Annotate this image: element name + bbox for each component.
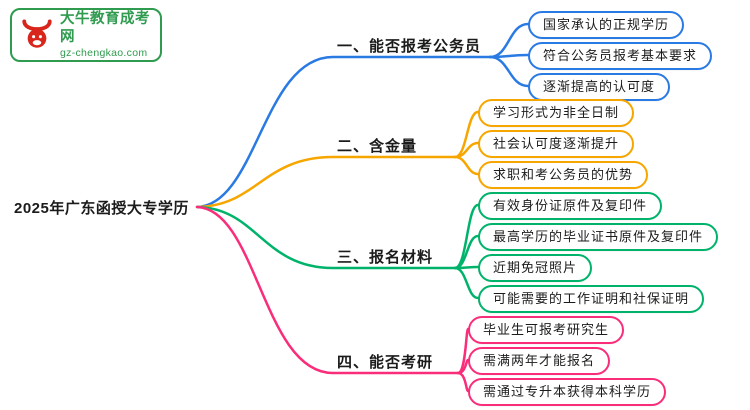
leaf-node: 社会认可度逐渐提升 <box>478 130 635 158</box>
branch-3-label: 三、报名材料 <box>337 249 434 266</box>
leaf-node: 毕业生可报考研究生 <box>468 316 625 344</box>
leaf-node: 有效身份证原件及复印件 <box>478 192 663 220</box>
branch-1-leaf-3-line <box>488 55 530 88</box>
leaf-node: 需满两年才能报名 <box>468 347 611 375</box>
branch-4-leaf-3-line <box>456 371 470 393</box>
leaf-node: 符合公务员报考基本要求 <box>528 42 713 70</box>
root-node: 2025年广东函授大专学历 <box>14 200 189 217</box>
logo-url: gz-chengkao.com <box>60 46 148 59</box>
leaf-node: 可能需要的工作证明和社保证明 <box>478 285 705 313</box>
site-logo: 大牛教育成考网 gz-chengkao.com <box>10 8 162 62</box>
leaf-node: 需通过专升本获得本科学历 <box>468 378 667 406</box>
leaf-node: 逐渐提高的认可度 <box>528 73 671 101</box>
branch-2-label: 二、含金量 <box>337 138 418 155</box>
leaf-node: 求职和考公务员的优势 <box>478 161 649 189</box>
leaf-node: 近期免冠照片 <box>478 254 593 282</box>
branch-1-label: 一、能否报考公务员 <box>337 38 482 55</box>
branch-1-line <box>195 55 492 209</box>
branch-3-leaf-4-line <box>453 266 480 300</box>
bull-icon <box>22 19 52 48</box>
branch-4-label: 四、能否考研 <box>337 354 434 371</box>
branch-2-leaf-3-line <box>453 155 480 176</box>
logo-title: 大牛教育成考网 <box>60 11 150 46</box>
branch-1-leaf-1-line <box>488 22 530 59</box>
branch-3-line <box>195 205 457 270</box>
logo-text: 大牛教育成考网 gz-chengkao.com <box>60 10 152 59</box>
leaf-node: 学习形式为非全日制 <box>478 99 635 127</box>
leaf-node: 最高学历的毕业证书原件及复印件 <box>478 223 719 251</box>
branch-2-line <box>195 155 457 209</box>
branch-4-line <box>195 205 460 375</box>
leaf-node: 国家承认的正规学历 <box>528 11 685 39</box>
